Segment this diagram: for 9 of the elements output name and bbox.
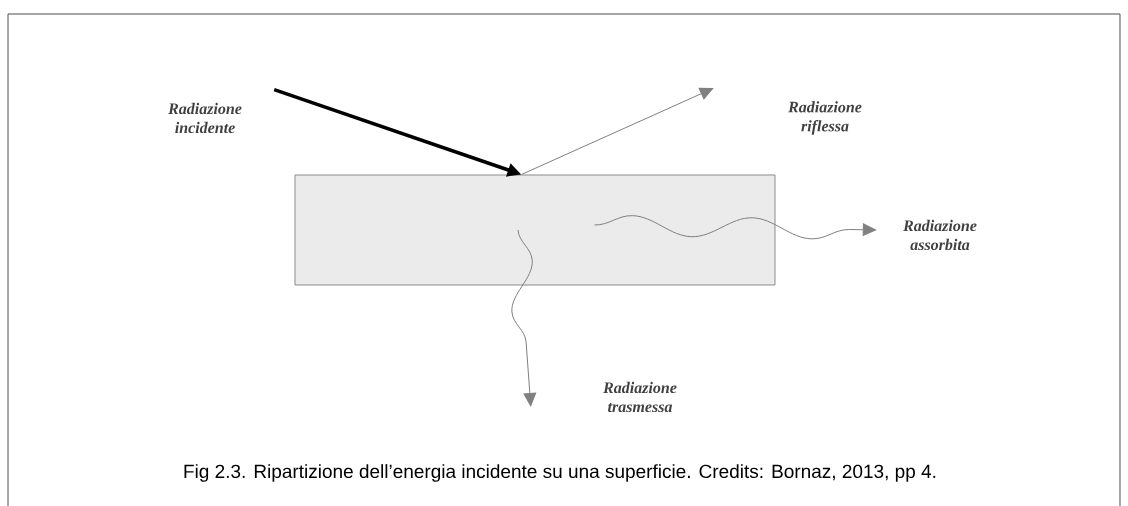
slab-rectangle: [294, 174, 776, 286]
text-label: Radiazione riflessa: [788, 101, 862, 135]
caption: Fig 2.3. Ripartizione dell’energia incidente su una superficie. Credits: Bornaz, 2013, pp 4.: [184, 464, 936, 482]
text-label: Radiazione assorbita: [903, 219, 977, 251]
text-label: Radiazione incidente: [168, 102, 242, 134]
text-label: Radiazione trasmessa: [603, 381, 677, 413]
arrow: [511, 229, 537, 407]
arrow: [594, 215, 877, 240]
arrow: [521, 87, 714, 175]
